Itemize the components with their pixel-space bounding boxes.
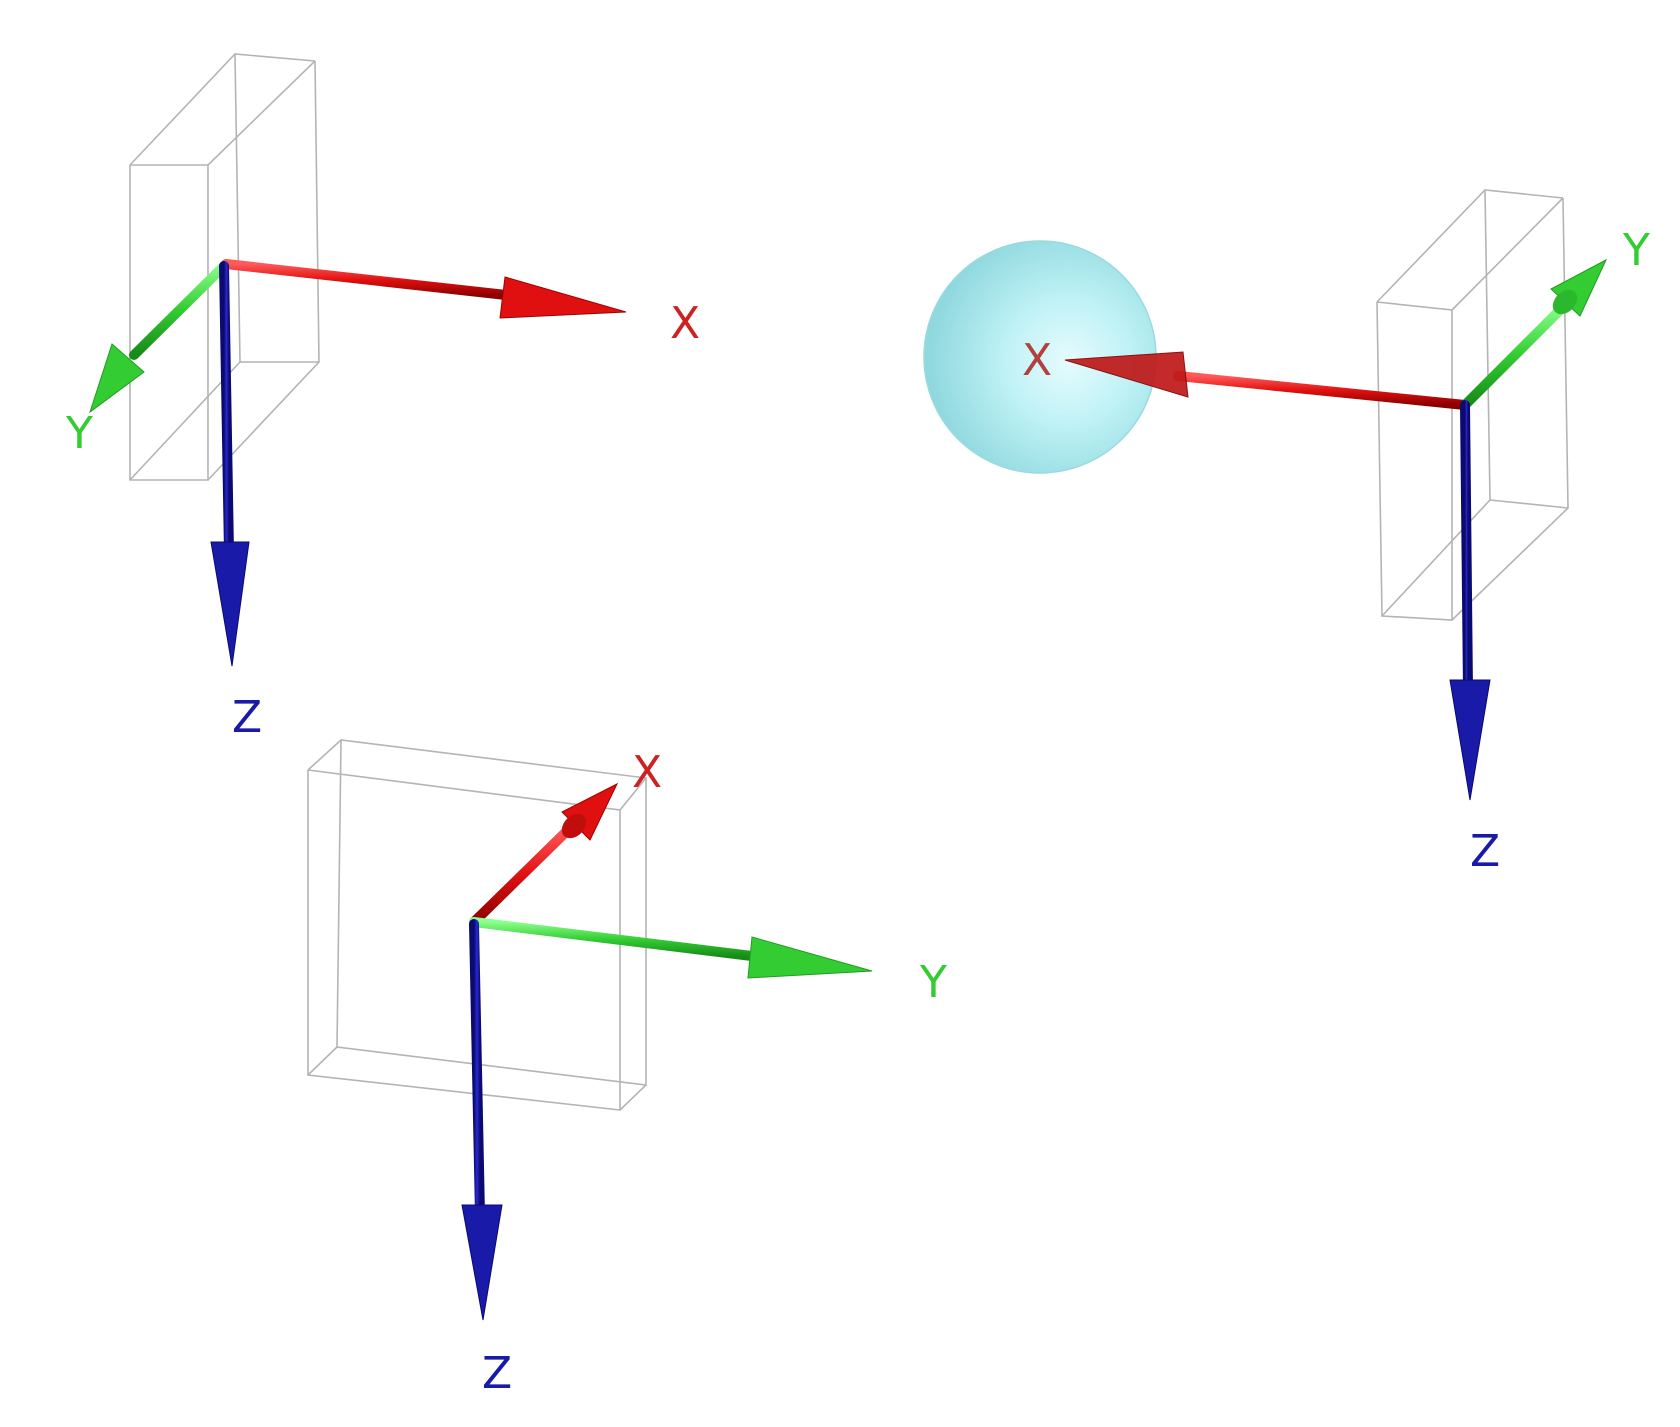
x-axis-label: X bbox=[670, 298, 700, 349]
x-axis-arrow bbox=[1064, 351, 1470, 410]
frame-top-right: X Y Z bbox=[923, 189, 1650, 877]
z-axis-label: Z bbox=[232, 692, 262, 743]
x-axis-label: X bbox=[1022, 335, 1052, 386]
frame-bottom: X Y Z bbox=[307, 739, 947, 1399]
y-axis-label: Y bbox=[65, 408, 93, 459]
x-axis-arrow bbox=[469, 782, 619, 927]
z-axis-arrow bbox=[1449, 400, 1491, 801]
y-axis-label: Y bbox=[1622, 225, 1650, 276]
y-axis-label: Y bbox=[919, 957, 947, 1008]
wireframe-box bbox=[307, 739, 648, 1111]
y-axis-arrow bbox=[1460, 258, 1608, 410]
z-axis-label: Z bbox=[482, 1348, 512, 1399]
wireframe-box bbox=[1376, 189, 1569, 621]
x-axis-label: X bbox=[632, 747, 662, 798]
z-axis-arrow bbox=[210, 261, 250, 667]
z-axis-label: Z bbox=[1470, 826, 1500, 877]
frame-top-left: X Y Z bbox=[65, 53, 700, 743]
y-axis-arrow bbox=[469, 917, 873, 979]
x-axis-arrow bbox=[221, 259, 627, 319]
z-axis-arrow bbox=[461, 919, 503, 1321]
y-axis-arrow bbox=[89, 259, 231, 414]
